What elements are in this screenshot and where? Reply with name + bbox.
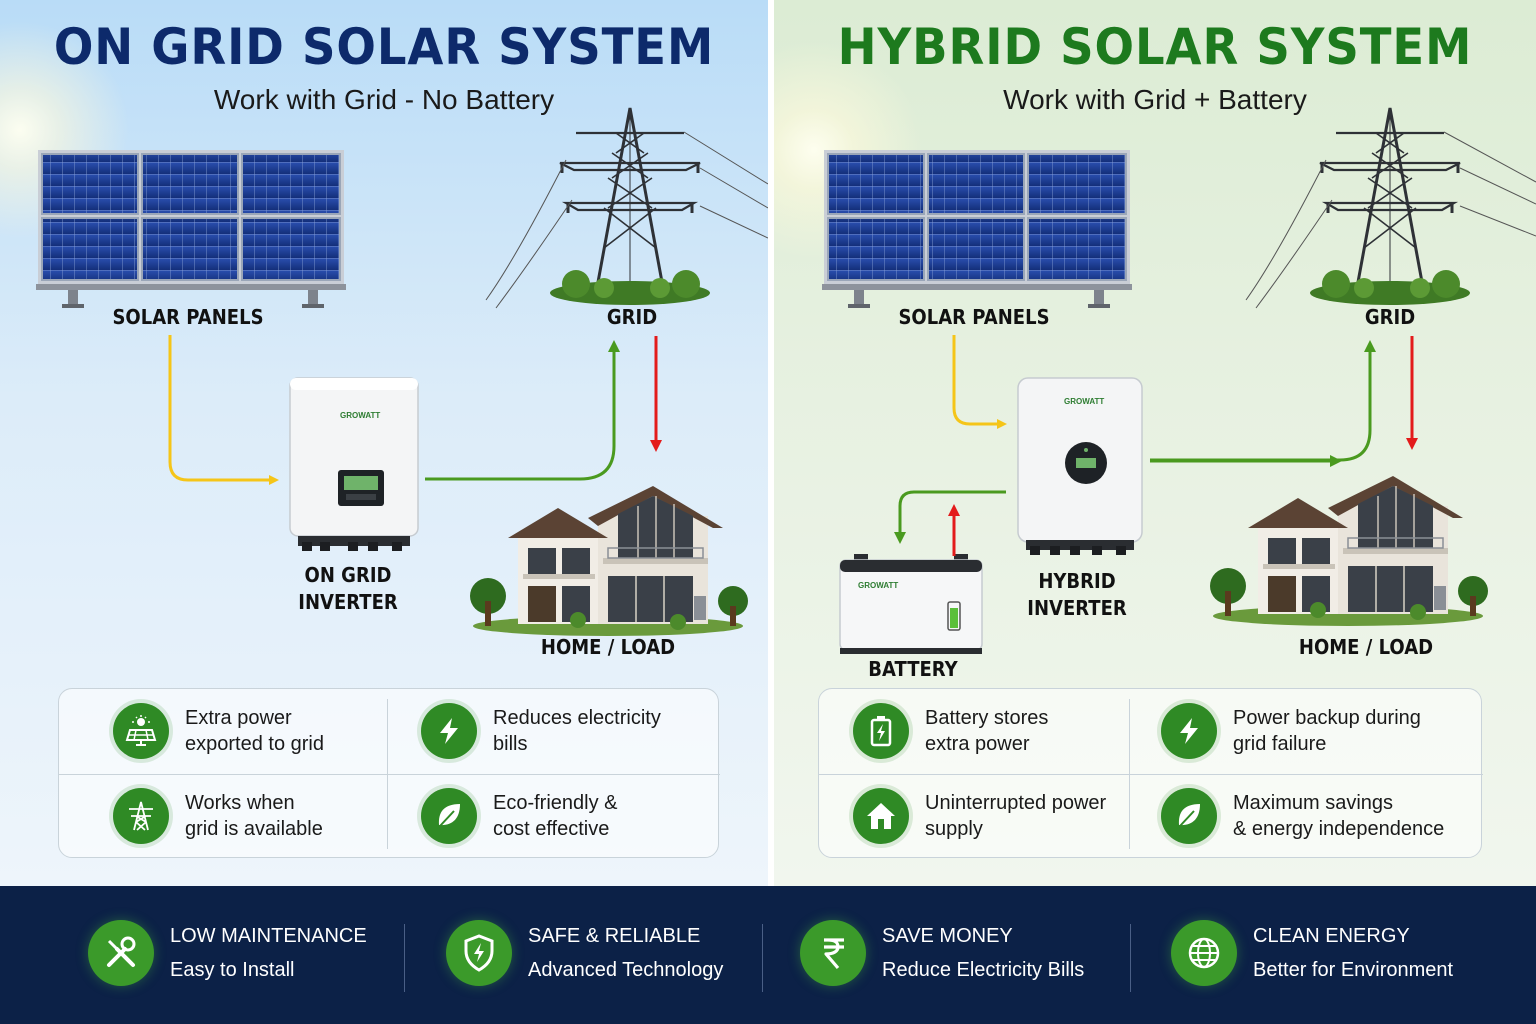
on-grid-inverter-image: GROWATT [289,377,419,551]
feature-line1: Battery stores [925,707,1049,729]
feature-item: Extra power exported to grid [113,703,385,759]
lightning-icon [1161,703,1217,759]
on-grid-subtitle: Work with Grid - No Battery [213,84,555,115]
feature-line1: Reduces electricity [493,707,661,729]
energy-flow-arrows [894,335,1418,556]
footer-separator [1130,924,1131,992]
footer-bar: LOW MAINTENANCE Easy to Install SAFE & R… [0,886,1536,1024]
feature-line2: grid is available [185,818,323,840]
footer-item-save-money: SAVE MONEY Reduce Electricity Bills [800,920,1084,986]
hybrid-features-box: Battery stores extra power Power backup d… [818,688,1483,858]
feature-line2: grid failure [1233,733,1327,755]
on-grid-inverter-label: ON GRID INVERTER [285,562,411,616]
footer-item-safe-reliable: SAFE & RELIABLE Advanced Technology [446,920,723,986]
on-grid-title: ON GRID SOLAR SYSTEM [53,18,715,76]
tools-icon [88,920,154,986]
solar-panel-icon [113,703,169,759]
hybrid-inverter-image: GROWATT [1017,377,1143,555]
inverter-to-grid-arrow [425,340,620,481]
footer-subtitle: Easy to Install [170,959,295,981]
battery-image: GROWATT [839,554,983,654]
on-grid-features-box: Extra power exported to grid Reduces elec… [58,688,720,858]
footer-title: CLEAN ENERGY [1253,925,1410,947]
features-divider-horizontal [819,774,1483,775]
features-divider-horizontal [59,774,720,775]
battery-label: BATTERY [868,657,958,681]
grid-label: GRID [606,305,658,329]
inverter-to-battery-arrow [894,490,1006,544]
feature-item: Maximum savings & energy independence [1161,788,1483,844]
hybrid-title: HYBRID SOLAR SYSTEM [837,18,1473,76]
footer-separator [404,924,405,992]
feature-line2: & energy independence [1233,818,1445,840]
rupee-icon [800,920,866,986]
feature-line2: supply [925,818,983,840]
shield-icon [446,920,512,986]
solar-to-inverter-arrow [168,335,279,485]
inverter-label-line1: ON GRID [304,563,392,587]
footer-subtitle: Reduce Electricity Bills [882,959,1085,981]
feature-line1: Eco-friendly & [493,792,618,814]
feature-item: Battery stores extra power [853,703,1145,759]
inverter-brand: GROWATT [340,411,380,420]
feature-line2: extra power [925,733,1030,755]
feature-line1: Maximum savings [1233,792,1394,814]
footer-title: SAVE MONEY [882,925,1013,947]
home-label: HOME / LOAD [1298,635,1434,659]
globe-icon [1171,920,1237,986]
battery-icon [853,703,909,759]
inverter-label-line2: INVERTER [298,590,398,614]
feature-line2: exported to grid [185,733,324,755]
on-grid-panel: ON GRID SOLAR SYSTEM Work with Grid - No… [0,0,768,886]
solar-to-inverter-arrow [952,335,1007,429]
feature-item: Works when grid is available [113,788,385,844]
inverter-label-line1: HYBRID [1038,569,1116,593]
footer-title: SAFE & RELIABLE [528,925,701,947]
leaf-icon [421,788,477,844]
footer-item-clean-energy: CLEAN ENERGY Better for Environment [1171,920,1453,986]
panel-divider [768,0,774,886]
footer-separator [762,924,763,992]
feature-line1: Uninterrupted power [925,792,1107,814]
grid-label: GRID [1364,305,1416,329]
hybrid-inverter-label: HYBRID INVERTER [1014,568,1140,622]
feature-item: Eco-friendly & cost effective [421,788,693,844]
feature-item: Power backup during grid failure [1161,703,1473,759]
power-tower-icon [113,788,169,844]
leaf-icon [1161,788,1217,844]
inverter-to-grid-arrow [1150,340,1376,462]
inverter-label-line2: INVERTER [1027,596,1127,620]
energy-flow-arrows [168,335,662,485]
footer-subtitle: Advanced Technology [528,959,724,981]
home-icon [853,788,909,844]
footer-title: LOW MAINTENANCE [170,925,367,947]
feature-line2: bills [493,733,528,755]
solar-panels-label: SOLAR PANELS [898,305,1050,329]
feature-line1: Works when [185,792,295,814]
feature-line2: cost effective [493,818,610,840]
footer-subtitle: Better for Environment [1253,959,1454,981]
battery-brand: GROWATT [858,581,898,590]
feature-item: Uninterrupted power supply [853,788,1145,844]
home-label: HOME / LOAD [540,635,676,659]
inverter-brand: GROWATT [1064,397,1104,406]
feature-line1: Extra power [185,707,292,729]
footer-item-low-maintenance: LOW MAINTENANCE Easy to Install [88,920,367,986]
grid-tower-image [485,106,768,309]
solar-panels-label: SOLAR PANELS [112,305,264,329]
feature-line1: Power backup during [1233,707,1421,729]
hybrid-panel: HYBRID SOLAR SYSTEM Work with Grid + Bat… [774,0,1536,886]
feature-item: Reduces electricity bills [421,703,693,759]
grid-tower-image [1245,106,1536,309]
hybrid-subtitle: Work with Grid + Battery [1003,84,1307,115]
lightning-icon [421,703,477,759]
